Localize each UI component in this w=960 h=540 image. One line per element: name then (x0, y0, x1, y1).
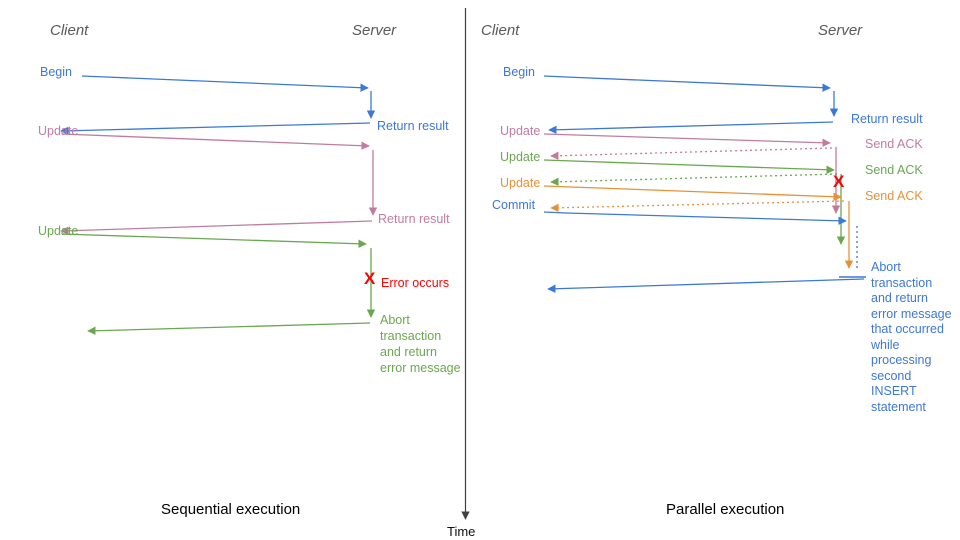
seq-update-1-request-line (61, 133, 370, 150)
par-send-ack-3-label: Send ACK (865, 189, 923, 203)
seq-return-result-1-line (60, 122, 371, 136)
par-return-result-line (548, 121, 834, 135)
seq-client-header: Client (50, 22, 89, 39)
par-send-ack-1-label: Send ACK (865, 137, 923, 151)
seq-abort-return-line (87, 322, 371, 336)
par-panel-title: Parallel execution (666, 501, 785, 518)
par-abort-text: Abort transaction and return error messa… (871, 260, 952, 414)
par-update-3-label: Update (500, 176, 541, 190)
seq-begin-request-line (81, 75, 369, 92)
par-update-1-request-line (543, 133, 831, 147)
seq-return-result-2-line (60, 220, 373, 235)
time-axis-label: Time (447, 524, 476, 539)
seq-begin-label: Begin (40, 65, 72, 79)
par-abort-return-line (547, 278, 865, 293)
par-commit-request-line (543, 211, 847, 226)
par-ack-3-line (550, 200, 845, 213)
par-client-header: Client (481, 22, 520, 39)
seq-update-1-label: Update (38, 124, 79, 138)
par-server-header: Server (818, 22, 863, 39)
seq-return-result-1-label: Return result (377, 119, 449, 133)
seq-abort-text: Abort transaction and return error messa… (380, 313, 461, 375)
seq-error-label: Error occurs (381, 276, 450, 290)
par-begin-request-line (543, 75, 831, 92)
par-return-result-label: Return result (851, 112, 923, 126)
seq-panel-title: Sequential execution (161, 501, 301, 518)
par-ack-2-line (550, 173, 838, 187)
seq-return-result-2-label: Return result (378, 212, 450, 226)
seq-update-2-label: Update (38, 224, 79, 238)
par-ack-1-line (550, 147, 833, 161)
par-send-ack-2-label: Send ACK (865, 163, 923, 177)
par-update-1-label: Update (500, 124, 541, 138)
par-error-x-icon: X (833, 172, 845, 191)
par-commit-label: Commit (492, 198, 536, 212)
seq-update-2-request-line (61, 233, 367, 248)
par-update-2-request-line (543, 159, 835, 174)
par-update-2-label: Update (500, 150, 541, 164)
par-begin-label: Begin (503, 65, 535, 79)
seq-error-x-icon: X (364, 269, 376, 288)
par-update-3-request-line (543, 185, 842, 201)
seq-server-header: Server (352, 22, 397, 39)
